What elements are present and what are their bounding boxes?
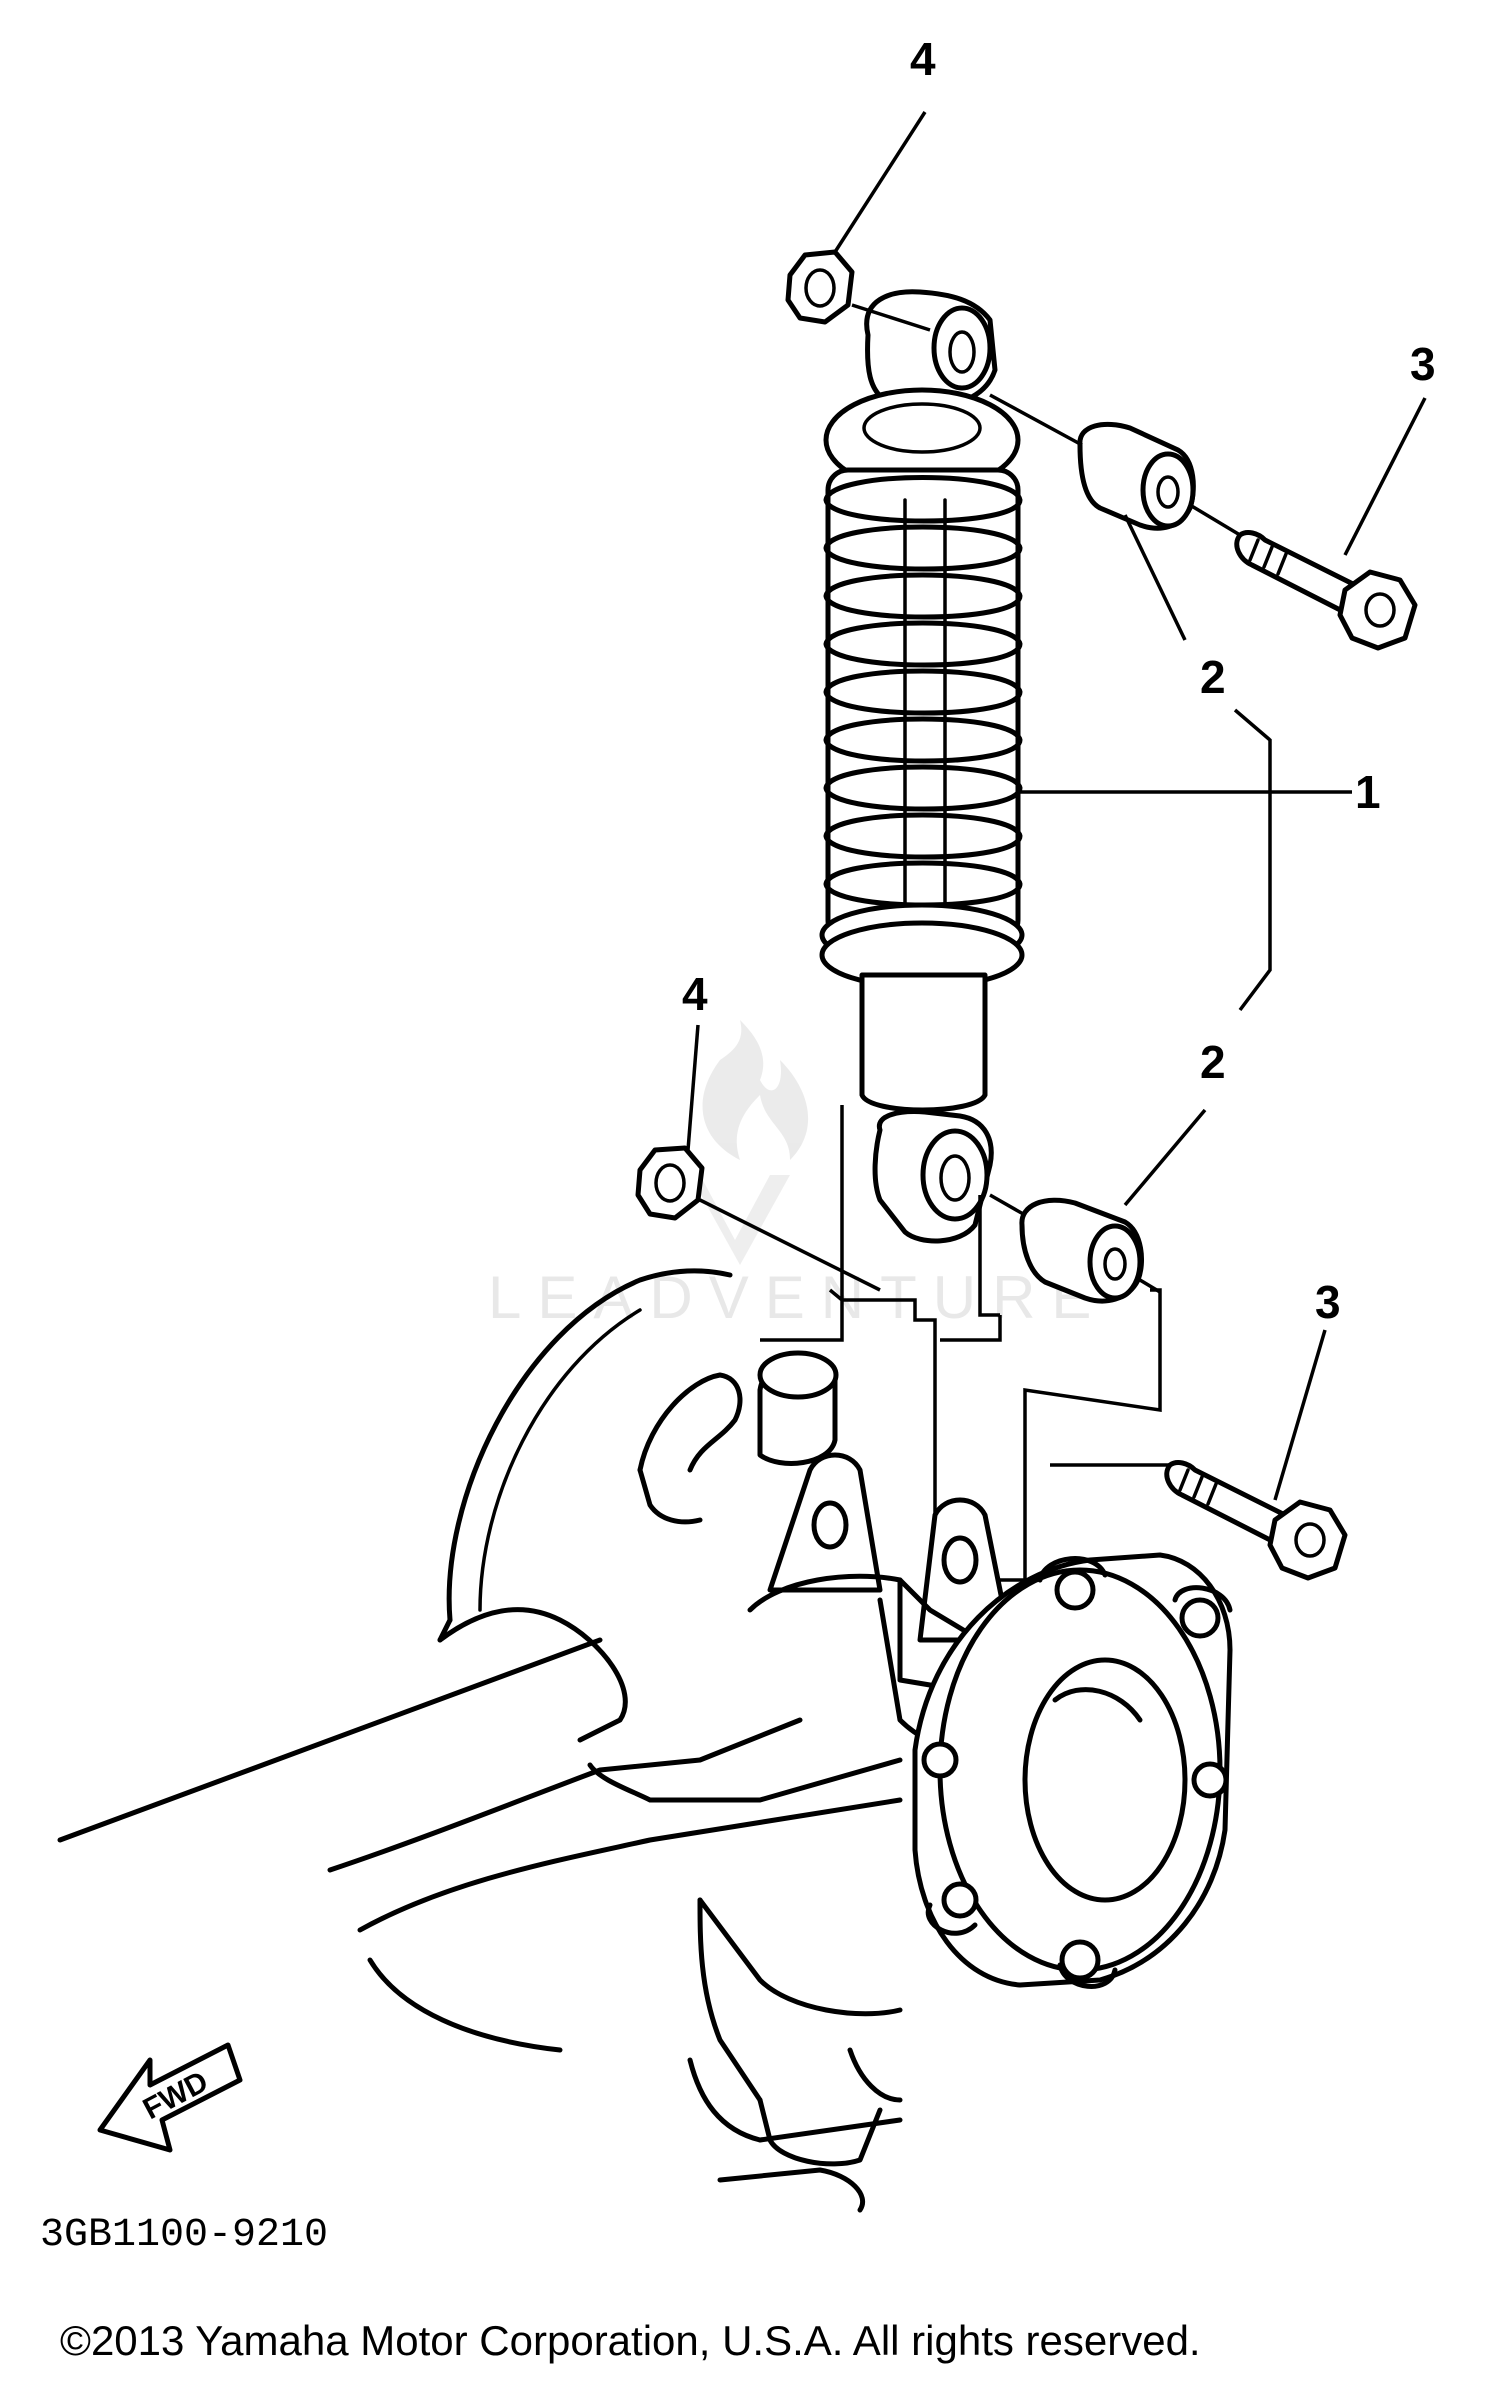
bolt-upper[interactable] (1234, 530, 1418, 651)
leader-3-lower (1273, 1329, 1327, 1501)
rear-axle-housing (57, 1268, 1013, 2213)
leader-2-lower (1123, 1108, 1207, 1207)
nut-upper[interactable] (785, 249, 855, 325)
wheel-hub (912, 1552, 1233, 1989)
leader-4-lower (686, 1024, 700, 1151)
fwd-direction-arrow: FWD (97, 2042, 243, 2153)
bolt-lower[interactable] (1164, 1460, 1348, 1581)
callout-3-lower: 3 (1315, 1276, 1341, 1328)
leader-2-bracket (1233, 708, 1272, 1012)
drawing-code: 3GB1100-9210 (40, 2213, 328, 2258)
watermark-logo: LEADVENTURE (488, 1020, 1107, 1331)
watermark-text: LEADVENTURE (488, 1264, 1107, 1331)
callout-3-upper: 3 (1410, 338, 1436, 390)
callout-1: 1 (1355, 766, 1381, 818)
bushing-lower[interactable] (1019, 1197, 1145, 1304)
callout-4-lower: 4 (682, 968, 708, 1020)
callout-2-lower: 2 (1200, 1036, 1226, 1088)
bushing-upper[interactable] (1077, 421, 1196, 531)
copyright-notice: ©2013 Yamaha Motor Corporation, U.S.A. A… (60, 2317, 1201, 2364)
leader-3-upper (1343, 397, 1427, 556)
nut-lower[interactable] (635, 1145, 705, 1221)
leader-4-upper (833, 111, 927, 253)
callout-2-upper: 2 (1200, 651, 1226, 703)
shock-absorber[interactable] (819, 289, 1025, 1244)
callout-4-upper: 4 (910, 33, 936, 85)
leader-2-upper (1123, 514, 1187, 641)
